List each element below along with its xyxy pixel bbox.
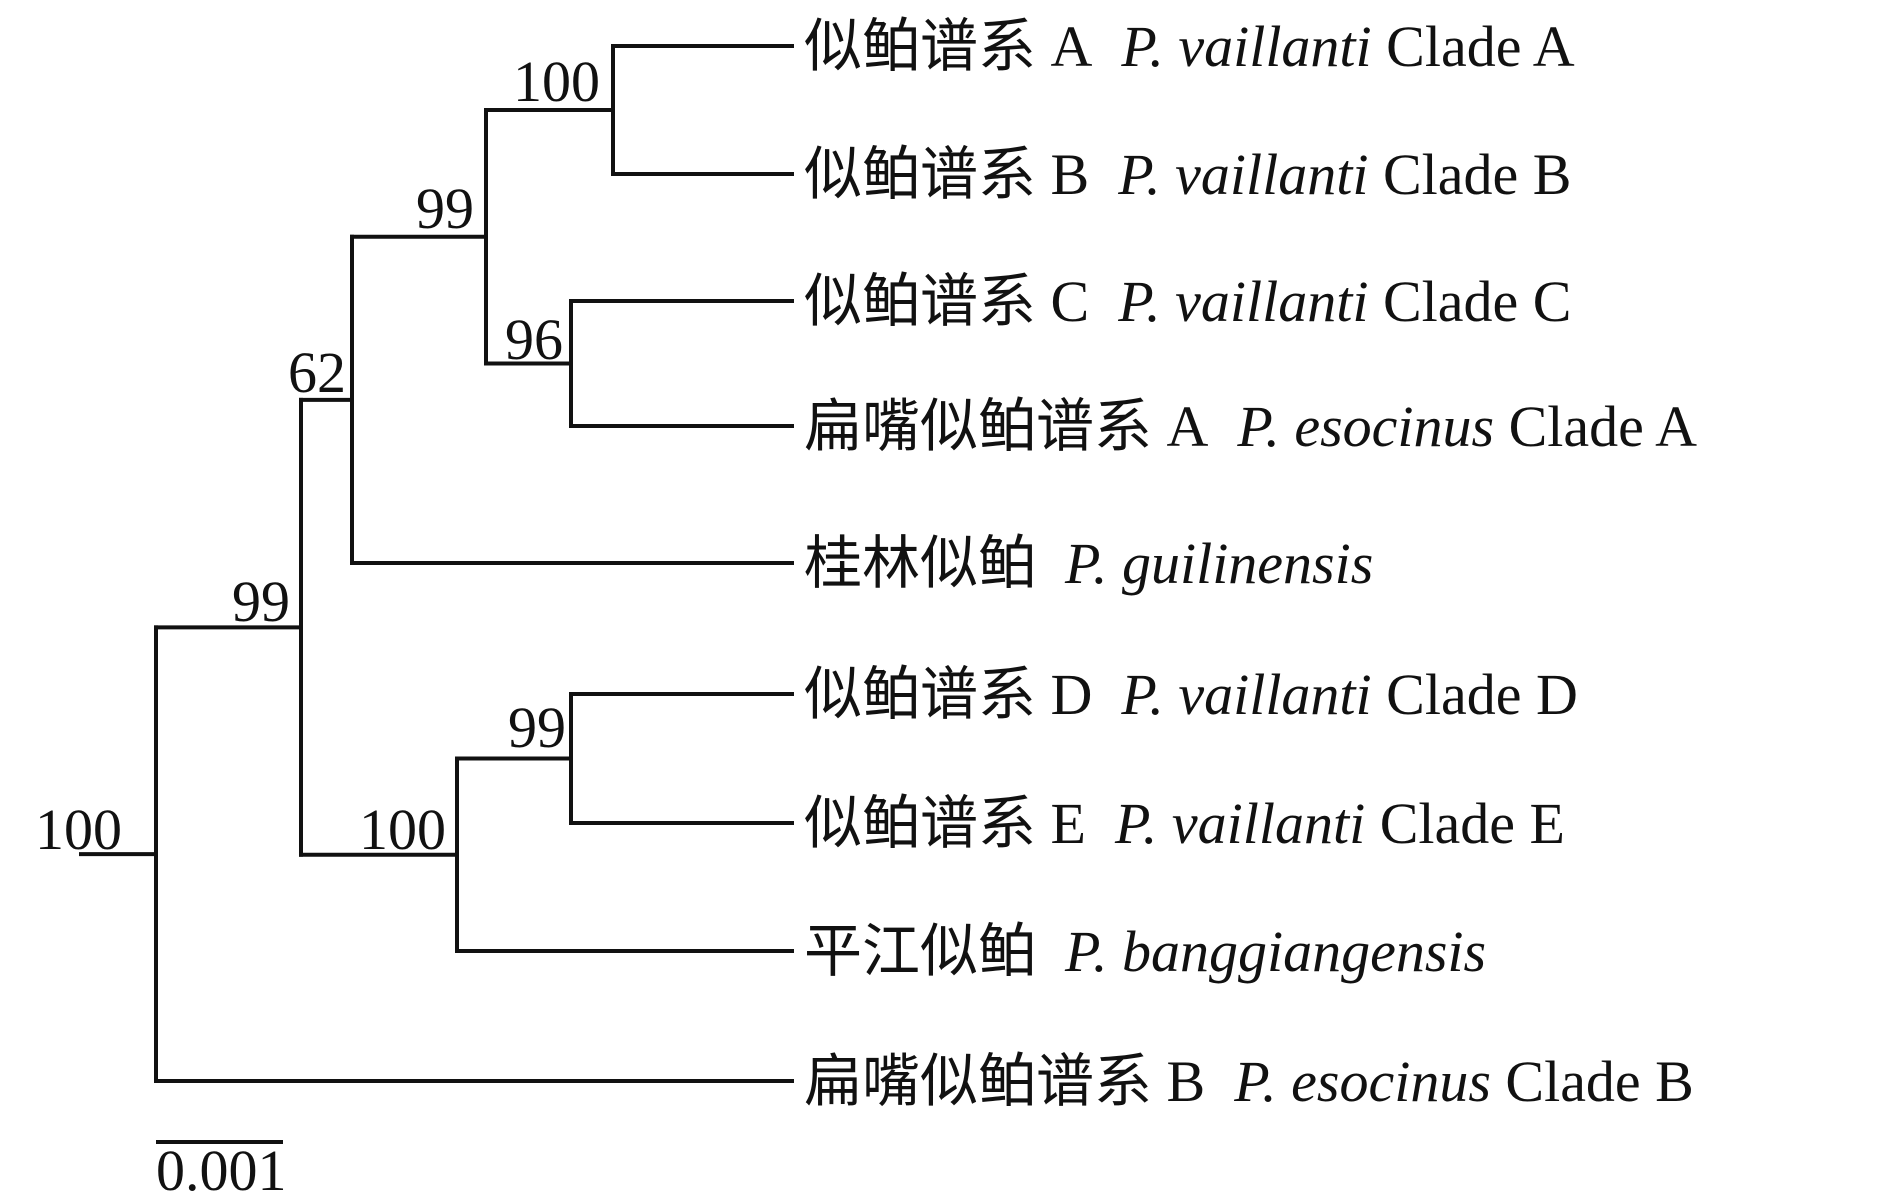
leaf-label: 似鲌谱系 D P. vaillanti Clade D xyxy=(804,662,1578,727)
leaf-clade: Clade A xyxy=(1494,394,1697,459)
leaf-clade: Clade C xyxy=(1368,269,1571,334)
leaf-genus: P. xyxy=(1064,531,1122,596)
leaf-genus: P. xyxy=(1117,142,1175,207)
leaf-label: 似鲌谱系 E P. vaillanti Clade E xyxy=(804,791,1565,856)
bootstrap-value: 99 xyxy=(508,695,566,760)
leaf-label: 似鲌谱系 A P. vaillanti Clade A xyxy=(804,14,1575,79)
leaf-labels: 似鲌谱系 A P. vaillanti Clade A 似鲌谱系 B P. vai… xyxy=(804,14,1697,1114)
leaf-chinese-name: 桂林似鲌 xyxy=(804,531,1065,596)
bootstrap-value: 62 xyxy=(288,340,346,405)
leaf-chinese-name: 似鲌谱系 E xyxy=(804,791,1115,856)
leaf-clade: Clade B xyxy=(1491,1049,1694,1114)
leaf-clade: Clade D xyxy=(1372,662,1578,727)
leaf-clade: Clade E xyxy=(1365,791,1565,856)
leaf-label: 似鲌谱系 C P. vaillanti Clade C xyxy=(804,269,1571,334)
leaf-label: 扁嘴似鲌谱系 A P. esocinus Clade A xyxy=(804,394,1697,459)
leaf-species: vaillanti xyxy=(1175,269,1368,334)
leaf-species: vaillanti xyxy=(1178,662,1371,727)
leaf-label: 扁嘴似鲌谱系 B P. esocinus Clade B xyxy=(804,1049,1694,1114)
leaf-species: esocinus xyxy=(1291,1049,1491,1114)
leaf-genus: P. xyxy=(1233,1049,1291,1114)
bootstrap-values: 100 99 62 99 100 96 100 99 xyxy=(35,49,600,862)
leaf-chinese-name: 扁嘴似鲌谱系 B xyxy=(804,1049,1234,1114)
leaf-clade: Clade A xyxy=(1372,14,1575,79)
leaf-chinese-name: 似鲌谱系 D xyxy=(804,662,1121,727)
leaf-chinese-name: 扁嘴似鲌谱系 A xyxy=(804,394,1237,459)
leaf-label: 桂林似鲌 P. guilinensis xyxy=(804,531,1373,596)
leaf-species: guilinensis xyxy=(1122,531,1373,596)
leaf-species: vaillanti xyxy=(1172,791,1365,856)
leaf-genus: P. xyxy=(1236,394,1294,459)
bootstrap-value: 99 xyxy=(232,569,290,634)
leaf-genus: P. xyxy=(1114,791,1172,856)
bootstrap-value: 96 xyxy=(505,307,563,372)
leaf-species: esocinus xyxy=(1294,394,1494,459)
leaf-genus: P. xyxy=(1120,14,1178,79)
bootstrap-value: 99 xyxy=(416,176,474,241)
bootstrap-value: 100 xyxy=(513,49,600,114)
leaf-species: banggiangensis xyxy=(1122,919,1486,984)
bootstrap-value: 100 xyxy=(359,797,446,862)
leaf-genus: P. xyxy=(1120,662,1178,727)
leaf-chinese-name: 似鲌谱系 A xyxy=(804,14,1121,79)
leaf-label: 平江似鲌 P. banggiangensis xyxy=(804,919,1486,984)
scale-bar-label: 0.001 xyxy=(156,1138,287,1193)
scale-bar: 0.001 xyxy=(156,1138,287,1193)
leaf-label: 似鲌谱系 B P. vaillanti Clade B xyxy=(804,142,1571,207)
leaf-chinese-name: 似鲌谱系 C xyxy=(804,269,1118,334)
leaf-species: vaillanti xyxy=(1178,14,1371,79)
bootstrap-value: 100 xyxy=(35,797,122,862)
leaf-chinese-name: 平江似鲌 xyxy=(804,919,1065,984)
leaf-species: vaillanti xyxy=(1175,142,1368,207)
leaf-genus: P. xyxy=(1064,919,1122,984)
tree-branches xyxy=(79,44,794,1083)
leaf-genus: P. xyxy=(1117,269,1175,334)
leaf-clade: Clade B xyxy=(1368,142,1571,207)
leaf-chinese-name: 似鲌谱系 B xyxy=(804,142,1118,207)
